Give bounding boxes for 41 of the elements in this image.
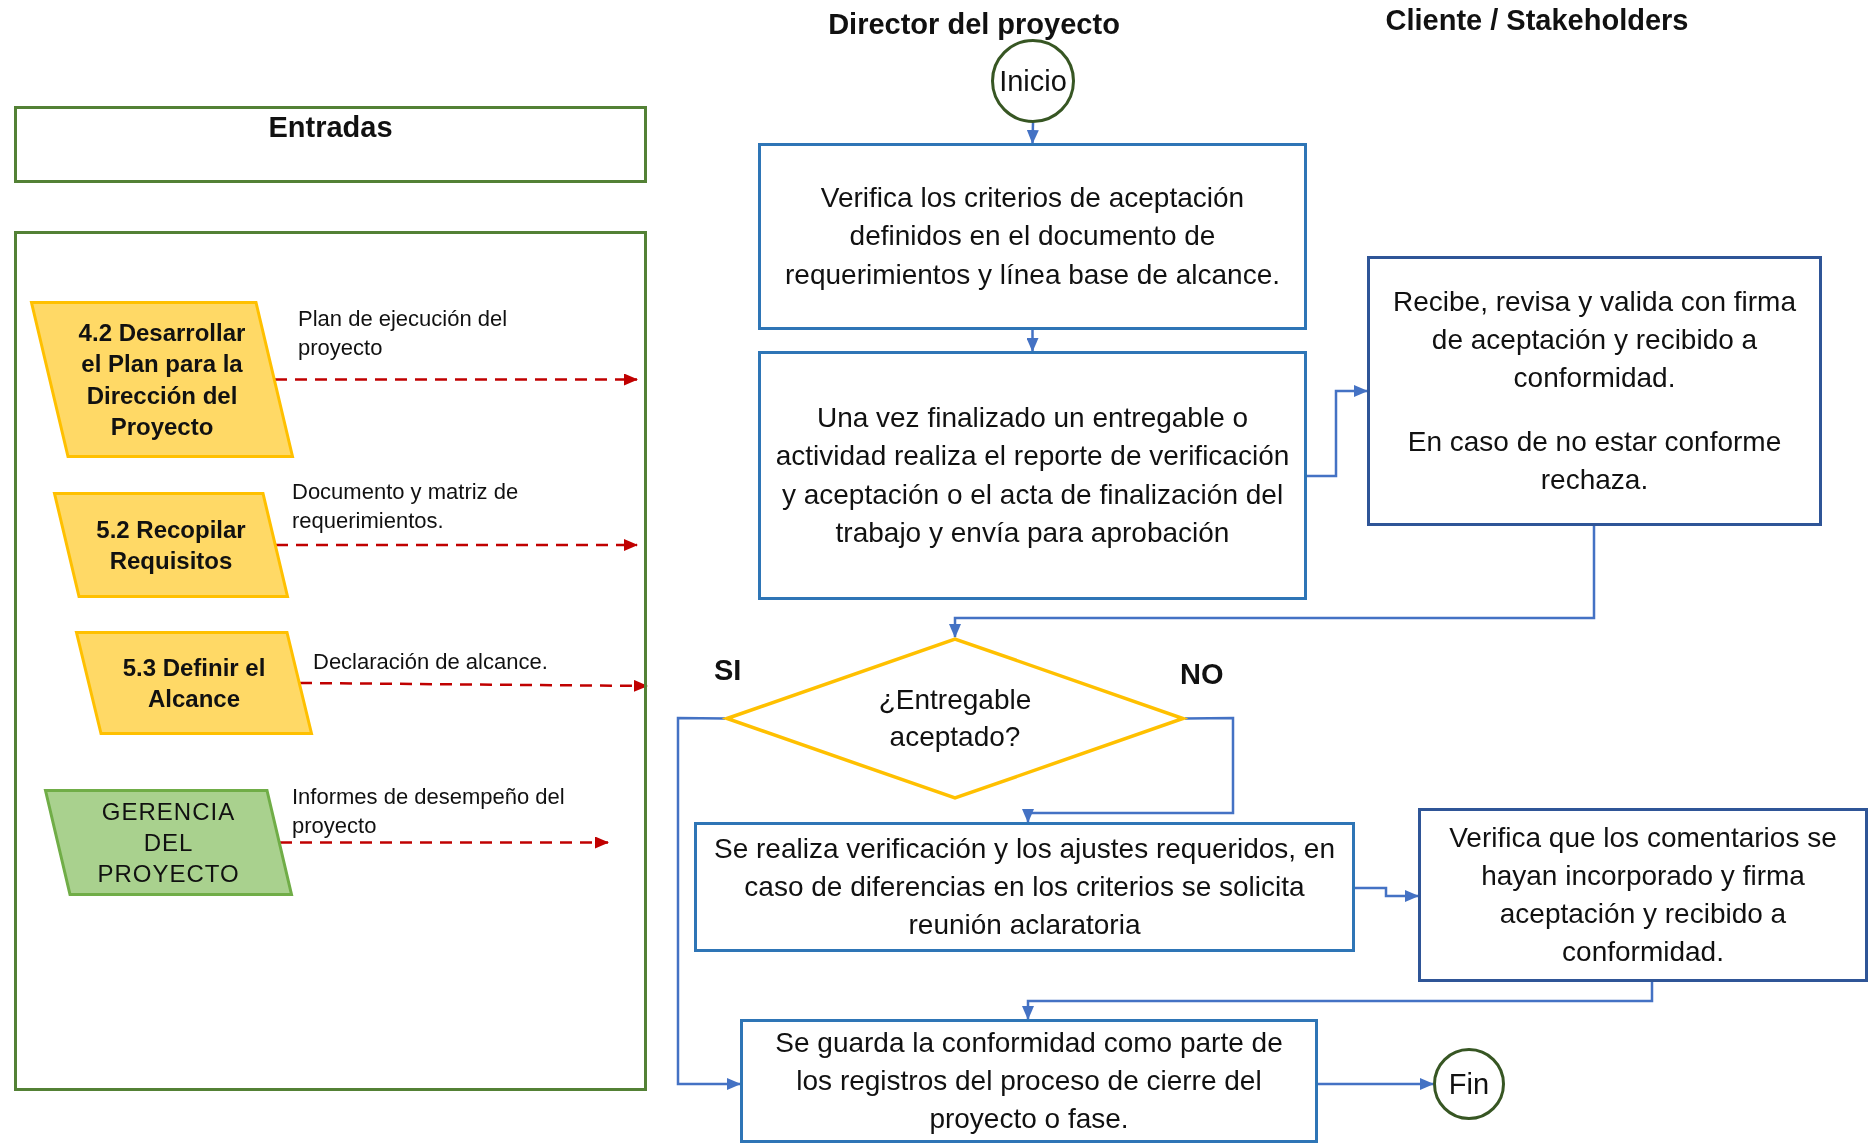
terminal-label: Fin [1448,1067,1490,1101]
input-parallelogram [44,789,293,896]
process-text: Verifica los criterios de aceptación definidos en el documento de requerimientos y línea base de alcance. [784,181,1281,292]
connector-arrow [1307,385,1368,478]
process-box [758,143,1307,330]
connector-arrow [949,526,1596,638]
process-box [1367,256,1822,526]
process-text: En caso de no estar conforme rechaza. [1406,425,1783,498]
process-name: GERENCIA DEL PROYECTO [96,796,241,890]
panel-frame [14,231,647,1091]
decision-question: ¿Entregable aceptado? [877,683,1033,754]
section-box [14,106,647,183]
process-text: Recibe, revisa y valida con firma de aceptación y recibido a conformidad. [1391,284,1797,395]
dashed-arrow [276,539,638,551]
process-text: Una vez finalizado un entregable o actividad realiza el reporte de verificación y aceptación o el acta de finalización del trabajo y envía para aprobación [775,401,1290,550]
connector-arrow [676,716,741,1090]
connector-arrow [1026,122,1039,144]
process-box [740,1019,1318,1143]
connector-arrow [1318,1078,1434,1090]
input-parallelogram [53,492,289,598]
dashed-arrow [280,836,609,849]
process-box [1418,808,1868,982]
input-parallelogram [30,301,294,458]
lane-heading: Cliente / Stakeholders [1385,4,1689,37]
connector-arrow [1022,982,1654,1020]
process-name: 5.3 Definir el Alcance [121,652,267,714]
connector-arrow [1026,330,1039,352]
process-name: 5.2 Recopilar Requisitos [95,514,247,576]
process-text: Se realiza verificación y los ajustes requeridos, en caso de diferencias en los criterios se solicita reunión aclaratoria [713,831,1336,943]
lane-heading: Director del proyecto [828,8,1120,41]
process-text: Se guarda la conformidad como parte de los registros del proceso de cierre del proyecto o fase. [774,1025,1284,1137]
section-heading: Entradas [268,111,393,144]
dashed-arrow [275,373,638,386]
process-name: 4.2 Desarrollar el Plan para la Dirección del Proyecto [77,318,247,442]
input-parallelogram [75,631,313,735]
process-text: Verifica que los comentarios se hayan incorporado y firma aceptación y recibido a conformidad. [1448,820,1838,970]
process-box [694,822,1355,952]
terminal-label: Inicio [999,64,1067,98]
connector-arrow [1022,716,1235,823]
connector-arrow [1355,886,1419,902]
process-box [758,351,1307,600]
